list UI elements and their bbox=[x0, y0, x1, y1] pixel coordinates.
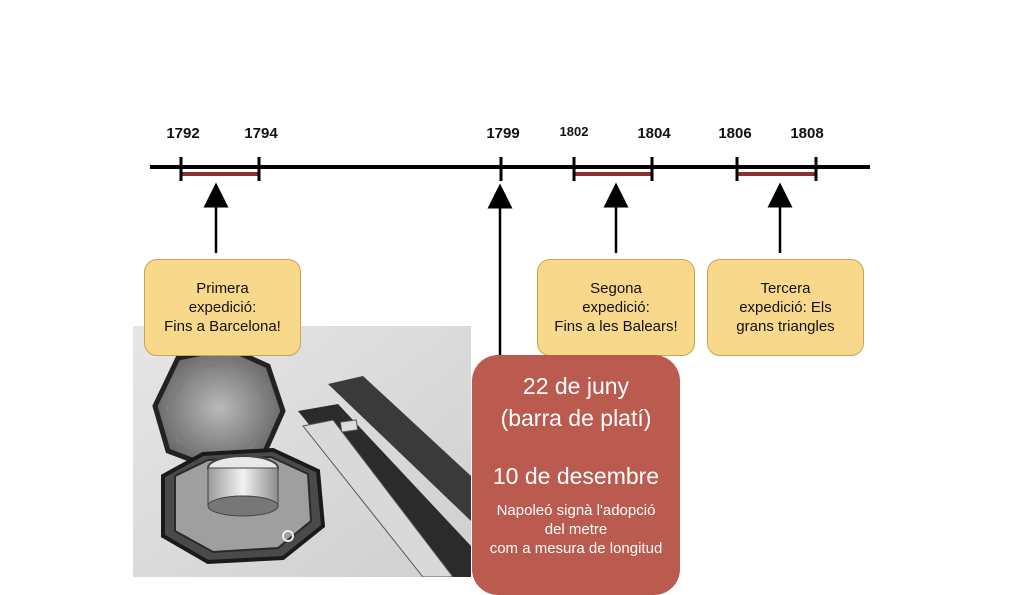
platinum-meter-bar-case-photo bbox=[133, 326, 471, 577]
event-box-1799: 22 de juny (barra de platí) 10 de desemb… bbox=[472, 355, 680, 595]
year-label-1806: 1806 bbox=[718, 125, 752, 142]
platinum-meter-photo bbox=[133, 326, 471, 577]
callout-second-expedition: Segona expedició: Fins a les Balears! bbox=[537, 259, 695, 356]
event-date-june: 22 de juny bbox=[522, 373, 630, 399]
year-label-1799: 1799 bbox=[486, 125, 520, 142]
callout-third-expedition: Tercera expedició: Els grans triangles bbox=[707, 259, 864, 356]
event-napoleon-note: Napoleó signà l'adopció del metre com a … bbox=[489, 502, 663, 557]
year-label-1794: 1794 bbox=[244, 125, 278, 142]
year-label-1808: 1808 bbox=[790, 125, 824, 142]
year-label-1804: 1804 bbox=[637, 125, 671, 142]
event-date-december: 10 de desembre bbox=[492, 463, 660, 489]
event-platinum-bar: (barra de platí) bbox=[500, 405, 652, 431]
year-label-1792: 1792 bbox=[166, 125, 200, 142]
timeline-slide: 1792 1794 1799 1802 1804 1806 1808 bbox=[133, 124, 870, 595]
year-label-1802: 1802 bbox=[559, 124, 589, 139]
timeline-diagram bbox=[150, 157, 870, 355]
callout-first-expedition: Primera expedició: Fins a Barcelona! bbox=[144, 259, 301, 356]
